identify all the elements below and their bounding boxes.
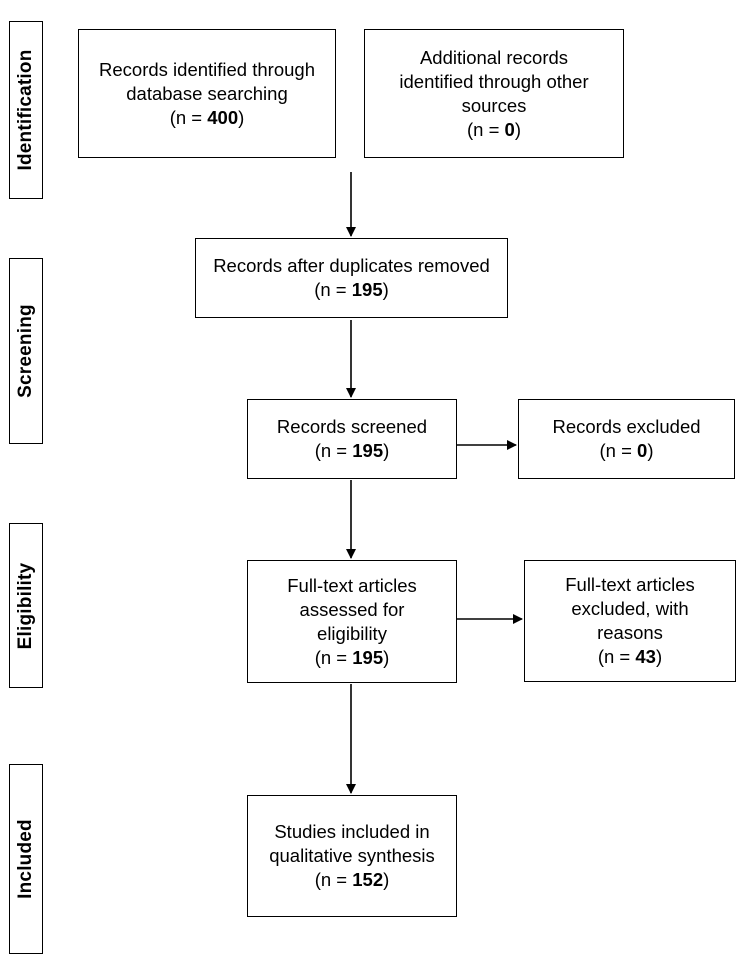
count-value: 0 — [637, 440, 648, 461]
box-included-studies: Studies included in qualitative synthesi… — [247, 795, 457, 917]
stage-screening: Screening — [9, 258, 43, 444]
box-text-line: excluded, with — [571, 598, 689, 619]
stage-identification-label: Identification — [15, 49, 36, 171]
stage-eligibility: Eligibility — [9, 523, 43, 688]
box-full-text-excluded: Full-text articles excluded, with reason… — [524, 560, 736, 682]
stage-included-label: Included — [15, 819, 36, 899]
box-text-line: Records screened — [276, 416, 428, 437]
box-text-line: reasons — [597, 622, 663, 643]
count-value: 195 — [351, 279, 383, 300]
box-other-sources: Additional records identified through ot… — [364, 29, 624, 158]
box-count: (n = 400) — [169, 106, 245, 128]
box-text-line: sources — [461, 94, 527, 116]
box-text-line: Full-text articles — [287, 574, 417, 596]
box-database-search: Records identified through database sear… — [78, 29, 336, 158]
box-text-line: eligibility — [317, 622, 387, 644]
box-count: (n = 0) — [466, 118, 521, 140]
box-excluded: Records excluded (n = 0) — [518, 399, 735, 479]
box-text-line: identified through other — [399, 70, 589, 92]
box-text-line: database searching — [126, 82, 288, 104]
box-text-line: Additional records — [419, 46, 569, 68]
count-value: 0 — [504, 118, 515, 140]
box-count: (n = 195) — [314, 279, 389, 300]
box-duplicates-removed: Records after duplicates removed (n = 19… — [195, 238, 508, 318]
count-value: 195 — [352, 440, 384, 461]
box-text-line: Full-text articles — [565, 574, 695, 595]
box-screened: Records screened (n = 195) — [247, 399, 457, 479]
stage-eligibility-label: Eligibility — [15, 562, 36, 649]
box-text-line: qualitative synthesis — [269, 845, 435, 866]
box-text-line: Records after duplicates removed — [213, 255, 490, 276]
stage-screening-label: Screening — [15, 304, 36, 398]
box-count: (n = 195) — [314, 646, 390, 668]
box-full-text-assessed: Full-text articles assessed for eligibil… — [247, 560, 457, 683]
box-count: (n = 152) — [314, 869, 390, 890]
box-count: (n = 195) — [314, 440, 390, 461]
count-value: 400 — [207, 106, 239, 128]
box-count: (n = 0) — [599, 440, 654, 461]
count-value: 195 — [352, 646, 384, 668]
box-text-line: Records identified through — [99, 58, 315, 80]
count-value: 43 — [635, 646, 656, 667]
count-value: 152 — [352, 869, 384, 890]
box-text-line: Records excluded — [552, 416, 701, 437]
stage-included: Included — [9, 764, 43, 954]
box-count: (n = 43) — [597, 646, 663, 667]
stage-identification: Identification — [9, 21, 43, 199]
box-text-line: assessed for — [299, 598, 405, 620]
box-text-line: Studies included in — [274, 821, 430, 842]
